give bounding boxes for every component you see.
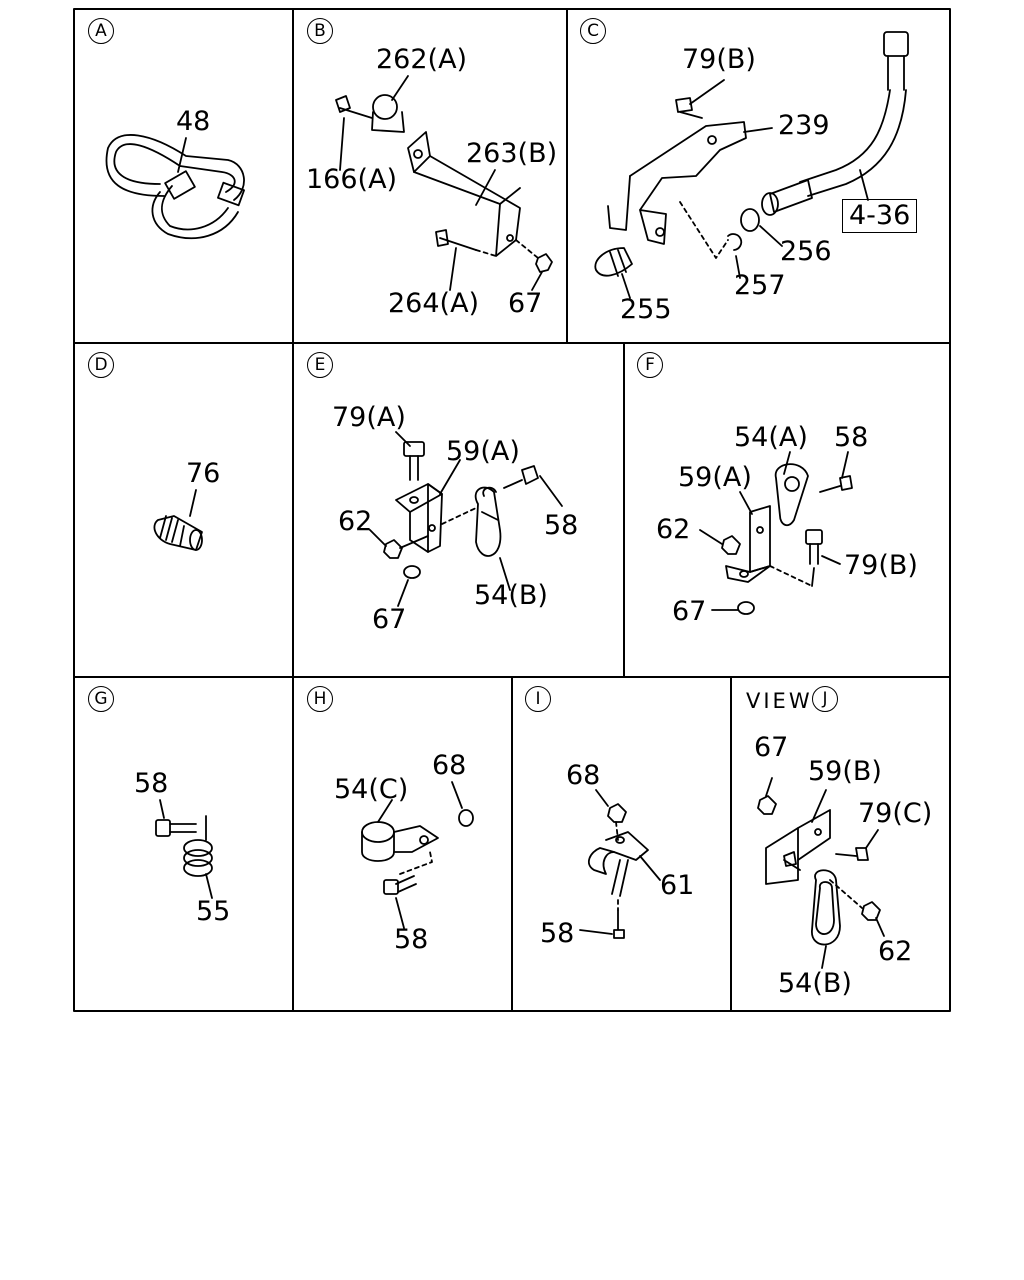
part-label: 256: [780, 236, 832, 267]
part-label: 67: [508, 288, 543, 319]
part-label: 264(A): [388, 288, 480, 319]
part-label: 166(A): [306, 164, 398, 195]
part-label: 58: [394, 924, 429, 955]
part-label: 62: [338, 506, 373, 537]
part-label: 79(A): [332, 402, 406, 433]
part-label: 257: [734, 270, 786, 301]
part-label: 79(B): [682, 44, 756, 75]
panel-g-label: G: [88, 686, 114, 712]
panel-c-hose-drawing: [594, 31, 909, 299]
part-label: 62: [656, 514, 691, 545]
panel-j-label: J: [812, 686, 838, 712]
panel-e-label: E: [307, 352, 333, 378]
reference-box: 4-36: [842, 199, 918, 233]
part-label: 54(C): [334, 774, 409, 805]
part-label: 58: [544, 510, 579, 541]
grid-frame: [73, 8, 951, 1012]
part-label: 59(B): [808, 756, 882, 787]
panel-d-fitting-drawing: [153, 489, 203, 551]
panel-g-clip-drawing: [155, 799, 213, 899]
part-label: 54(B): [778, 968, 852, 999]
part-label: 68: [432, 750, 467, 781]
part-label: 76: [186, 458, 221, 489]
part-label: 263(B): [466, 138, 558, 169]
part-label: 68: [566, 760, 601, 791]
panel-c-label: C: [580, 18, 606, 44]
panel-j-view-text: VIEW: [746, 689, 813, 713]
part-label: 79(B): [844, 550, 918, 581]
part-label: 59(A): [678, 462, 752, 493]
part-label: 61: [660, 870, 695, 901]
panel-h-label: H: [307, 686, 333, 712]
panel-a-label: A: [88, 18, 114, 44]
panel-i-label: I: [525, 686, 551, 712]
panel-j-view-drawing: [757, 777, 885, 969]
panel-f-label: F: [637, 352, 663, 378]
part-label: 54(A): [734, 422, 808, 453]
panel-a-pipe-drawing: [105, 134, 245, 240]
panel-h-clamp-drawing: [361, 781, 474, 929]
part-label: 58: [834, 422, 869, 453]
panel-d-label: D: [88, 352, 114, 378]
part-label: 239: [778, 110, 830, 141]
part-label: 67: [754, 732, 789, 763]
panel-f-clamp-drawing: [699, 451, 853, 615]
part-label: 67: [372, 604, 407, 635]
part-label: 79(C): [858, 798, 933, 829]
part-label: 59(A): [446, 436, 520, 467]
panel-i-clamp-drawing: [579, 789, 661, 939]
part-label: 48: [176, 106, 211, 137]
part-label: 58: [540, 918, 575, 949]
part-label: 255: [620, 294, 672, 325]
part-label: 55: [196, 896, 231, 927]
panel-b-bracket-drawing: [335, 75, 553, 291]
part-label: 62: [878, 936, 913, 967]
part-label: 54(B): [474, 580, 548, 611]
part-label: 67: [672, 596, 707, 627]
panel-b-label: B: [307, 18, 333, 44]
part-label: 58: [134, 768, 169, 799]
panel-e-clamp-drawing: [369, 431, 563, 607]
part-label: 262(A): [376, 44, 468, 75]
